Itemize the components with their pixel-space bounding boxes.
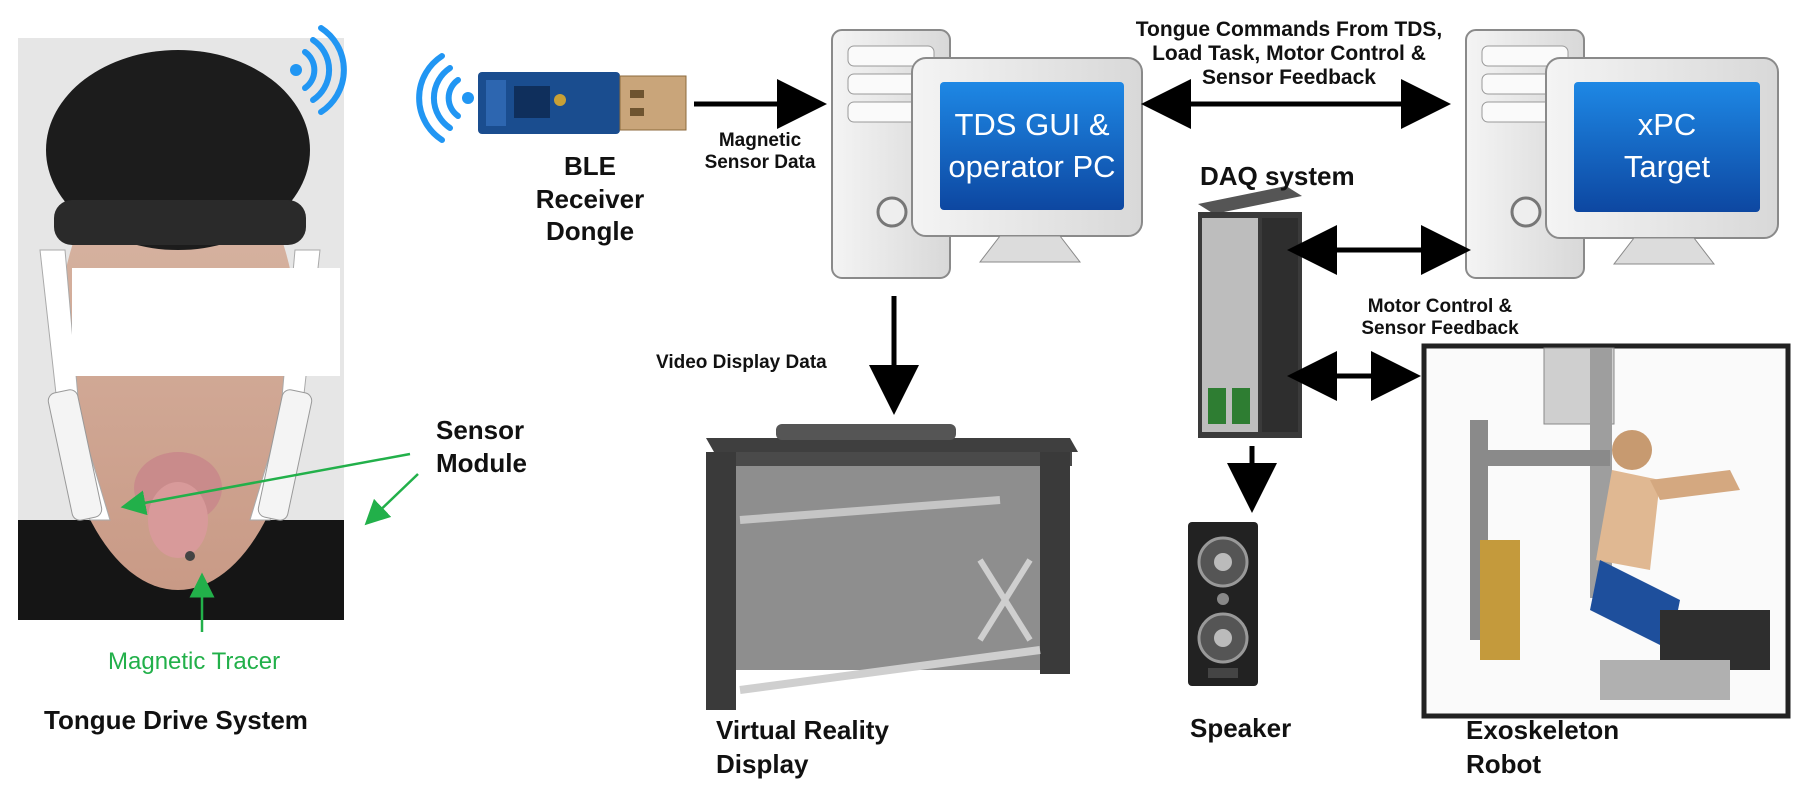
xpc-target-pc: [1465, 29, 1779, 279]
speaker-label: Speaker: [1190, 713, 1292, 743]
vr-label-line2: Display: [716, 748, 809, 779]
magnetic-sensor-data-label: Magnetic Sensor Data: [680, 130, 840, 174]
tds-photo: [18, 38, 344, 620]
ble-dongle: [478, 72, 687, 134]
ble-label-line2: Receiver: [535, 183, 645, 214]
sensor-module-line2: Module: [436, 447, 527, 478]
exoskeleton-robot: [1421, 343, 1791, 719]
green-pointers: [120, 452, 419, 632]
operator-pc-screen-line2: operator PC: [948, 148, 1116, 184]
daq-device: [1198, 186, 1302, 438]
sensor-module-label: Sensor Module: [436, 414, 527, 479]
magnetic-sensor-data-line1: Magnetic: [718, 130, 802, 151]
ble-label: BLE Receiver Dongle: [500, 150, 680, 248]
sensor-module-line1: Sensor: [436, 415, 525, 445]
operator-pc-screen-line1: TDS GUI &: [954, 107, 1110, 142]
tds-title: Tongue Drive System: [44, 705, 308, 735]
xpc-screen-line2: Target: [1623, 148, 1711, 184]
motor-feedback-label: Motor Control & Sensor Feedback: [1330, 296, 1550, 340]
vr-label: Virtual Reality Display: [716, 714, 889, 782]
wifi-icon: [290, 25, 347, 115]
arrows: [694, 79, 1471, 513]
ble-label-line1: BLE: [564, 151, 616, 181]
xpc-screen-line1: xPC: [1637, 107, 1697, 142]
vr-label-line1: Virtual Reality: [716, 715, 889, 745]
ble-label-line3: Dongle: [545, 216, 635, 246]
tongue-commands-line1: Tongue Commands From TDS,: [1135, 18, 1443, 41]
exoskeleton-label-line2: Robot: [1466, 748, 1542, 779]
exoskeleton-label: Exoskeleton Robot: [1466, 714, 1619, 782]
vr-display-desk: [706, 424, 1078, 710]
wifi-icon-receiver: [416, 53, 474, 143]
video-display-data-label: Video Display Data: [656, 352, 827, 373]
operator-pc-screen-text: TDS GUI & operator PC: [940, 104, 1124, 188]
face-mask: [72, 268, 340, 376]
daq-label: DAQ system: [1200, 161, 1355, 191]
tongue-commands-line2: Load Task, Motor Control &: [1152, 42, 1426, 66]
tongue-commands-label: Tongue Commands From TDS, Load Task, Mot…: [1104, 18, 1474, 90]
tongue-commands-line3: Sensor Feedback: [1202, 66, 1376, 90]
operator-pc: [831, 29, 1143, 279]
exoskeleton-label-line1: Exoskeleton: [1466, 715, 1620, 745]
motor-feedback-line2: Sensor Feedback: [1361, 317, 1519, 339]
speaker-device: [1188, 522, 1258, 686]
xpc-screen-text: xPC Target: [1574, 104, 1760, 188]
magnetic-sensor-data-line2: Sensor Data: [704, 151, 816, 173]
magnetic-tracer-label: Magnetic Tracer: [108, 648, 281, 675]
motor-feedback-line1: Motor Control &: [1367, 296, 1513, 317]
